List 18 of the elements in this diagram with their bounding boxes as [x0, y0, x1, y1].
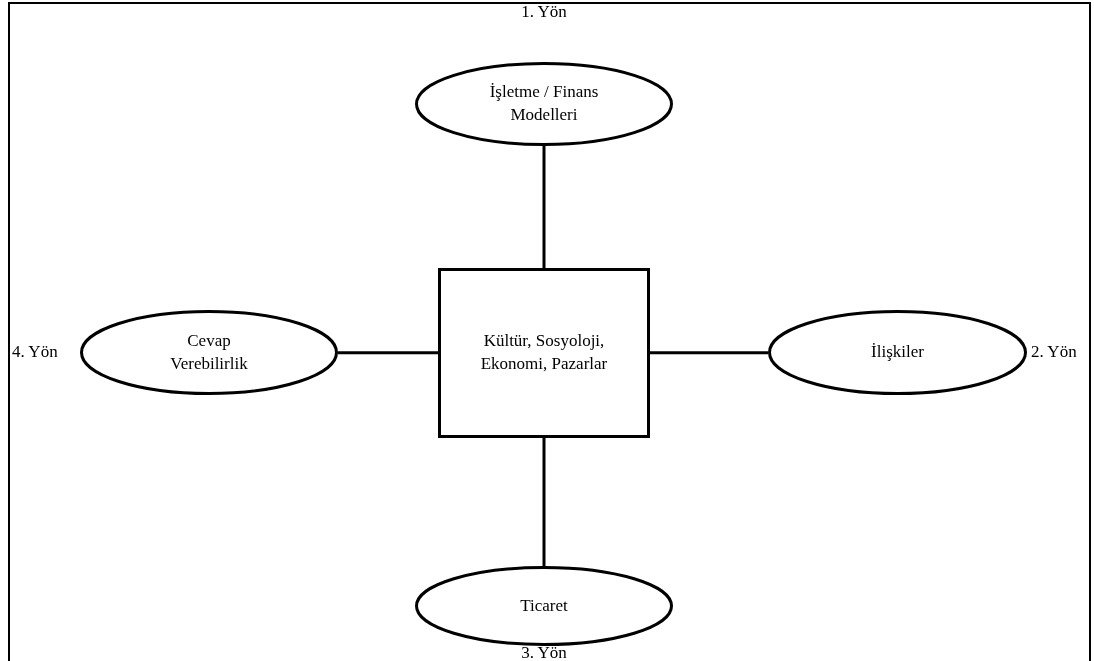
ellipse-node — [415, 62, 673, 146]
connector-line — [542, 146, 546, 268]
direction-label: 4. Yön — [12, 342, 58, 362]
ellipse-node — [415, 566, 673, 646]
node-label: Cevap Verebilirlik — [169, 329, 249, 375]
connector-line — [650, 351, 768, 355]
ellipse-node — [80, 310, 338, 395]
ellipse-node — [768, 310, 1027, 395]
connector-line — [338, 351, 438, 355]
direction-label: 1. Yön — [521, 2, 567, 22]
node-label: İlişkiler — [871, 341, 924, 364]
connector-line — [542, 438, 546, 566]
direction-label: 3. Yön — [521, 643, 567, 661]
node-label: Ticaret — [520, 594, 568, 617]
direction-label: 2. Yön — [1031, 342, 1077, 362]
node-label: Kültür, Sosyoloji, Ekonomi, Pazarlar — [479, 330, 609, 375]
process-box — [438, 268, 650, 438]
node-label: İşletme / Finans Modelleri — [488, 81, 600, 126]
